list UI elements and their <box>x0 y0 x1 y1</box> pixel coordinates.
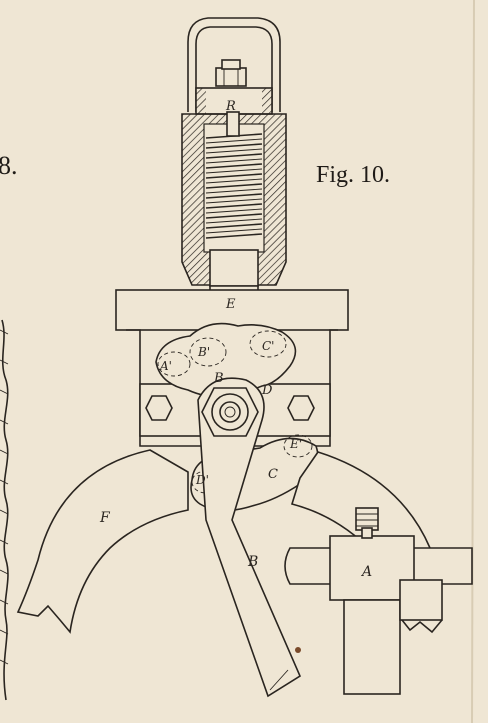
label-b-prime: B' <box>197 345 210 359</box>
hex-nut-left <box>145 395 173 421</box>
ink-blot <box>295 647 301 653</box>
page-fold-line <box>471 0 475 723</box>
label-e: E <box>225 297 236 312</box>
hex-nut-right <box>287 395 315 421</box>
label-c: C <box>268 467 278 482</box>
cam-plate <box>155 322 297 398</box>
figure-title: Fig. 10. <box>316 162 390 188</box>
label-f: F <box>99 510 111 526</box>
figure-number-fragment: 8. <box>0 151 18 180</box>
label-e-prime: E' <box>289 437 302 451</box>
label-c-prime: C' <box>262 339 274 353</box>
neighbour-figure-fragment <box>0 319 9 701</box>
bracket-block <box>284 507 473 695</box>
label-a-prime: A' <box>159 359 172 373</box>
label-d-prime: D' <box>195 473 209 487</box>
label-b-upper: B <box>213 371 224 386</box>
label-b-lever: B <box>247 554 258 570</box>
spring-housing <box>181 17 287 320</box>
pivot-nut <box>201 387 259 437</box>
label-r: R <box>225 99 236 114</box>
label-a: A <box>360 564 372 580</box>
lever-arm <box>197 377 302 698</box>
label-d: D <box>261 383 273 398</box>
